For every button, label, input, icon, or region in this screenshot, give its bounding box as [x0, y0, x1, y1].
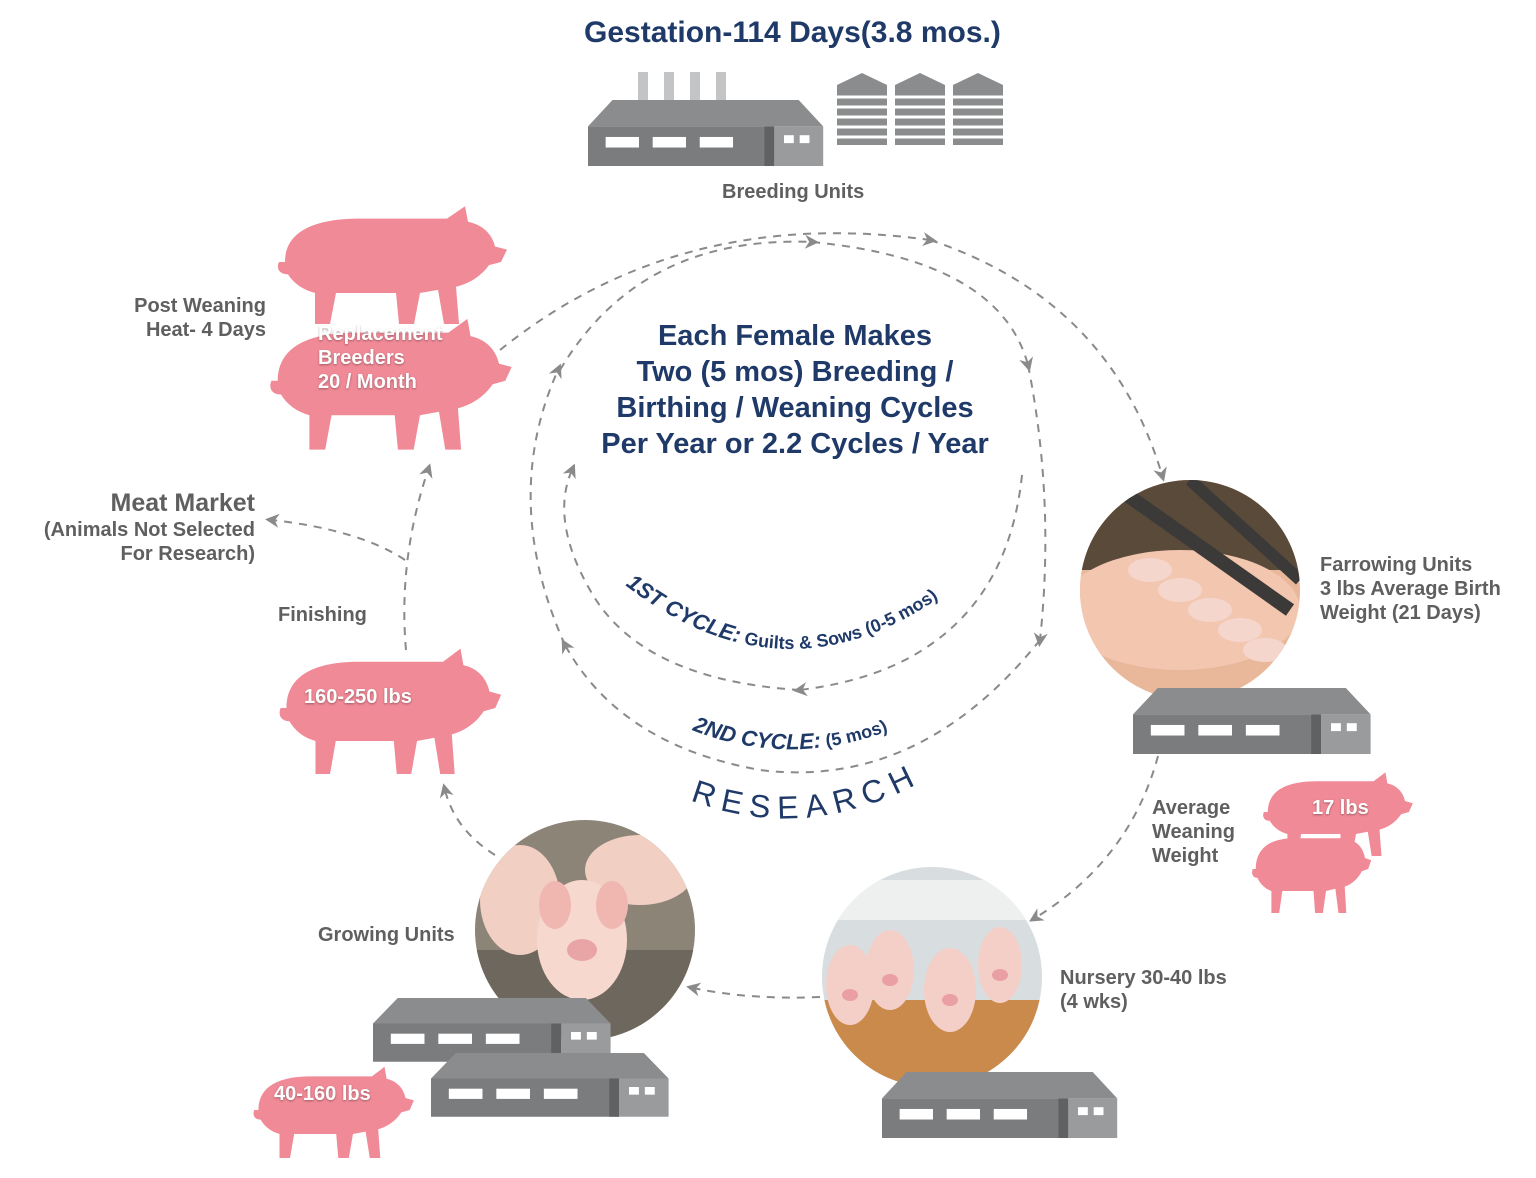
meat-market-label: Meat Market (Animals Not Selected For Re…	[43, 489, 255, 565]
silo-1	[835, 71, 889, 147]
silo-2	[893, 71, 947, 147]
post-weaning-label: Post Weaning Heat- 4 Days	[134, 295, 266, 341]
finishing-label: Finishing	[278, 604, 367, 626]
research-label: RESEARCH	[688, 755, 926, 825]
weaning-weight-value: 17 lbs	[1312, 797, 1369, 819]
diagram-title: Gestation-114 Days(3.8 mos.)	[584, 16, 1001, 49]
inner-cycle-arrows	[529, 234, 1048, 774]
nursery-label: Nursery 30-40 lbs (4 wks)	[1060, 967, 1227, 1013]
growing-barn-1	[373, 998, 611, 1062]
breeding-chimneys	[638, 72, 726, 108]
weaning-pig-silhouette-2	[1252, 829, 1372, 913]
growing-units-label: Growing Units	[318, 924, 455, 946]
weaning-weight-label: Average Weaning Weight	[1152, 797, 1235, 867]
replacement-breeders-label: Replacement Breeders 20 / Month	[318, 323, 443, 393]
center-statement: Each Female Makes Two (5 mos) Breeding /…	[601, 320, 989, 460]
silo-3	[951, 71, 1005, 147]
cycle2-label: 2ND CYCLE: (5 mos)	[689, 711, 889, 754]
nursery-barn	[882, 1072, 1118, 1138]
outer-cycle-arrows	[265, 232, 1167, 999]
breeding-units-label: Breeding Units	[722, 181, 865, 203]
farrowing-barn	[1133, 688, 1371, 754]
farrowing-photo	[1080, 480, 1300, 700]
finishing-pig-silhouette	[279, 648, 502, 774]
breeding-barn	[588, 100, 824, 166]
cycle1-label: 1ST CYCLE: Guilts & Sows (0-5 mos)	[622, 569, 941, 653]
farrowing-units-label: Farrowing Units 3 lbs Average Birth Weig…	[1320, 554, 1501, 624]
pig-top-silhouette	[277, 206, 507, 324]
nursery-photo	[822, 867, 1042, 1087]
growing-barn-2	[431, 1053, 669, 1117]
growing-pig-silhouette	[253, 1066, 414, 1158]
finishing-weight: 160-250 lbs	[304, 686, 412, 708]
growing-weight: 40-160 lbs	[274, 1083, 371, 1105]
